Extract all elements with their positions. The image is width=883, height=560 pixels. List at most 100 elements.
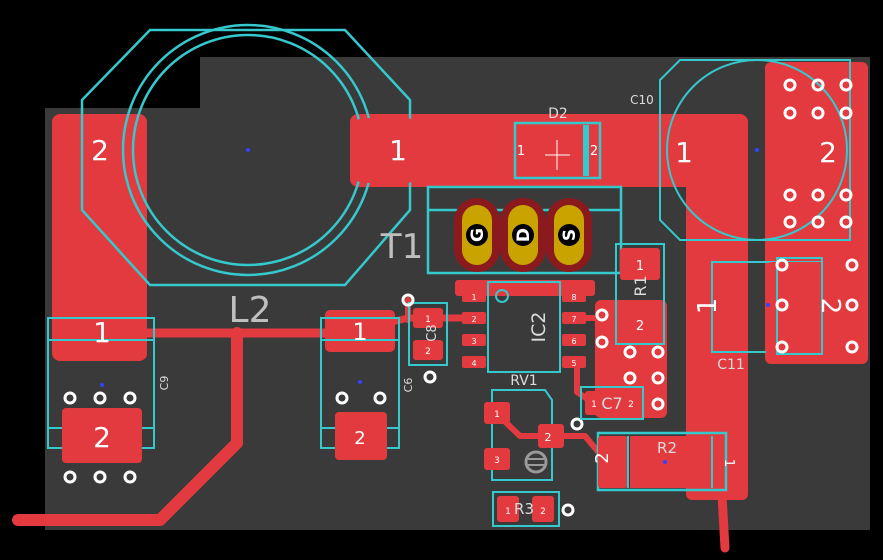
- r2-pad2: [598, 436, 628, 488]
- capacitor-c6: 1 2 C6: [320, 310, 415, 460]
- c10-outline: [659, 59, 851, 241]
- c11-pad2: [766, 262, 866, 362]
- r1-via: [623, 345, 637, 359]
- capacitor-c8: 1 2 C8: [401, 293, 448, 384]
- r2-pad1-label: 1: [721, 459, 736, 467]
- c9-vias: [63, 391, 137, 484]
- c8-outline: [408, 302, 448, 366]
- c6-via: [373, 391, 387, 405]
- c7-outline: [580, 386, 644, 420]
- rv1-pad3: [484, 448, 510, 470]
- r1-pad2-label: 2: [636, 319, 644, 334]
- d2-pad1-label: 1: [517, 144, 525, 159]
- ic2-pin7-label: 7: [571, 315, 576, 324]
- c7-pad1-label: 1: [591, 400, 597, 410]
- r1-designator: R1: [631, 275, 650, 296]
- r3-pad2-label: 2: [540, 507, 546, 517]
- t1-outline: [426, 185, 623, 275]
- t1-pin-g-hole: [466, 224, 488, 246]
- c10-via: [783, 106, 797, 120]
- c7-pad2: [622, 391, 640, 415]
- c10-via: [811, 215, 825, 229]
- r1-via: [651, 345, 665, 359]
- t1-pin-g-label: G: [468, 228, 488, 242]
- rv1-pin2-label: 2: [545, 431, 552, 444]
- c10-origin: [755, 148, 759, 152]
- r2-designator: R2: [657, 439, 677, 457]
- ic2-pin3-label: 3: [471, 337, 476, 346]
- rv1-pin1-label: 1: [494, 410, 500, 420]
- capacitor-c10: 1 2 C10: [630, 59, 853, 241]
- ic2-pin3: [462, 334, 486, 346]
- c10-via: [839, 106, 853, 120]
- rv1-outline: [491, 389, 553, 481]
- c7-designator: C7: [601, 394, 622, 413]
- trace-gnd-left: [12, 327, 243, 526]
- resistor-r2: 2 1 R2: [592, 431, 736, 492]
- c11-pad1-label: 1: [693, 298, 723, 315]
- ic2-pin8: [562, 290, 586, 302]
- r1-via: [595, 308, 609, 322]
- copper-right-bus: [686, 160, 748, 500]
- c9-via: [93, 470, 107, 484]
- c10-via: [783, 215, 797, 229]
- diode-d2: 1 2 D2: [513, 106, 602, 180]
- c9-pad2-label: 2: [93, 421, 111, 454]
- c7-pad1: [585, 391, 603, 415]
- r3-via: [561, 503, 575, 517]
- c11-via: [775, 340, 789, 354]
- t1-designator: T1: [380, 227, 423, 267]
- d2-body: [513, 121, 602, 180]
- c10-via: [783, 78, 797, 92]
- ic2-pin2-label: 2: [471, 315, 476, 324]
- c8-pad1: [413, 308, 443, 328]
- c10-via: [839, 215, 853, 229]
- ic2-pin1: [462, 290, 486, 302]
- r1-via: [651, 397, 665, 411]
- c10-pad2-label: 2: [819, 136, 837, 169]
- c6-pad2-label: 2: [354, 428, 365, 449]
- c9-via: [93, 391, 107, 405]
- r1-via: [651, 371, 665, 385]
- r2-body: [630, 436, 720, 488]
- c11-via: [775, 258, 789, 272]
- ic2-outline: [487, 281, 561, 373]
- d2-pad2-label: 2: [590, 144, 598, 159]
- c10-ring: [666, 59, 848, 241]
- r3-pad2: [532, 496, 554, 522]
- c8-pad2: [413, 340, 443, 360]
- l2-pad1: [355, 118, 415, 183]
- c10-via: [839, 188, 853, 202]
- c6-via: [335, 391, 349, 405]
- c6-pad1-label: 1: [352, 318, 367, 346]
- c9-origin: [100, 383, 104, 387]
- r3-outline: [492, 491, 560, 527]
- transistor-t1: G D S T1: [380, 185, 623, 275]
- c9-via: [123, 470, 137, 484]
- r1-outline: [615, 243, 665, 345]
- copper-top-bus: [350, 114, 748, 187]
- ic2-designator: IC2: [528, 312, 550, 343]
- ic2-pin8-label: 8: [571, 293, 576, 302]
- c11-via: [845, 298, 859, 312]
- c11-via: [775, 298, 789, 312]
- capacitor-c9: 1 2 C9: [47, 310, 171, 484]
- ic-ic2: 1 2 3 4 5 6 7 8 IC2: [462, 281, 586, 373]
- c10-via: [811, 78, 825, 92]
- c9-pad1: [55, 310, 147, 360]
- c6-origin: [358, 380, 362, 384]
- resistor-r3: 1 2 R3: [492, 491, 575, 527]
- rv1-pad1: [484, 402, 510, 424]
- capacitor-c7: 1 2 C7: [580, 386, 644, 420]
- c10-via: [783, 188, 797, 202]
- capacitor-c11: 1 2 C11: [693, 257, 866, 373]
- ic2-pin7: [562, 312, 586, 324]
- c6-pad1: [325, 310, 395, 352]
- trimmer-rv1: 1 2 3 RV1: [484, 373, 584, 481]
- r1-via: [595, 335, 609, 349]
- c9-via: [63, 470, 77, 484]
- r1-pad1-label: 1: [636, 259, 644, 274]
- t1-pin-d-hole: [512, 224, 534, 246]
- l2-pad1-label: 1: [389, 134, 407, 167]
